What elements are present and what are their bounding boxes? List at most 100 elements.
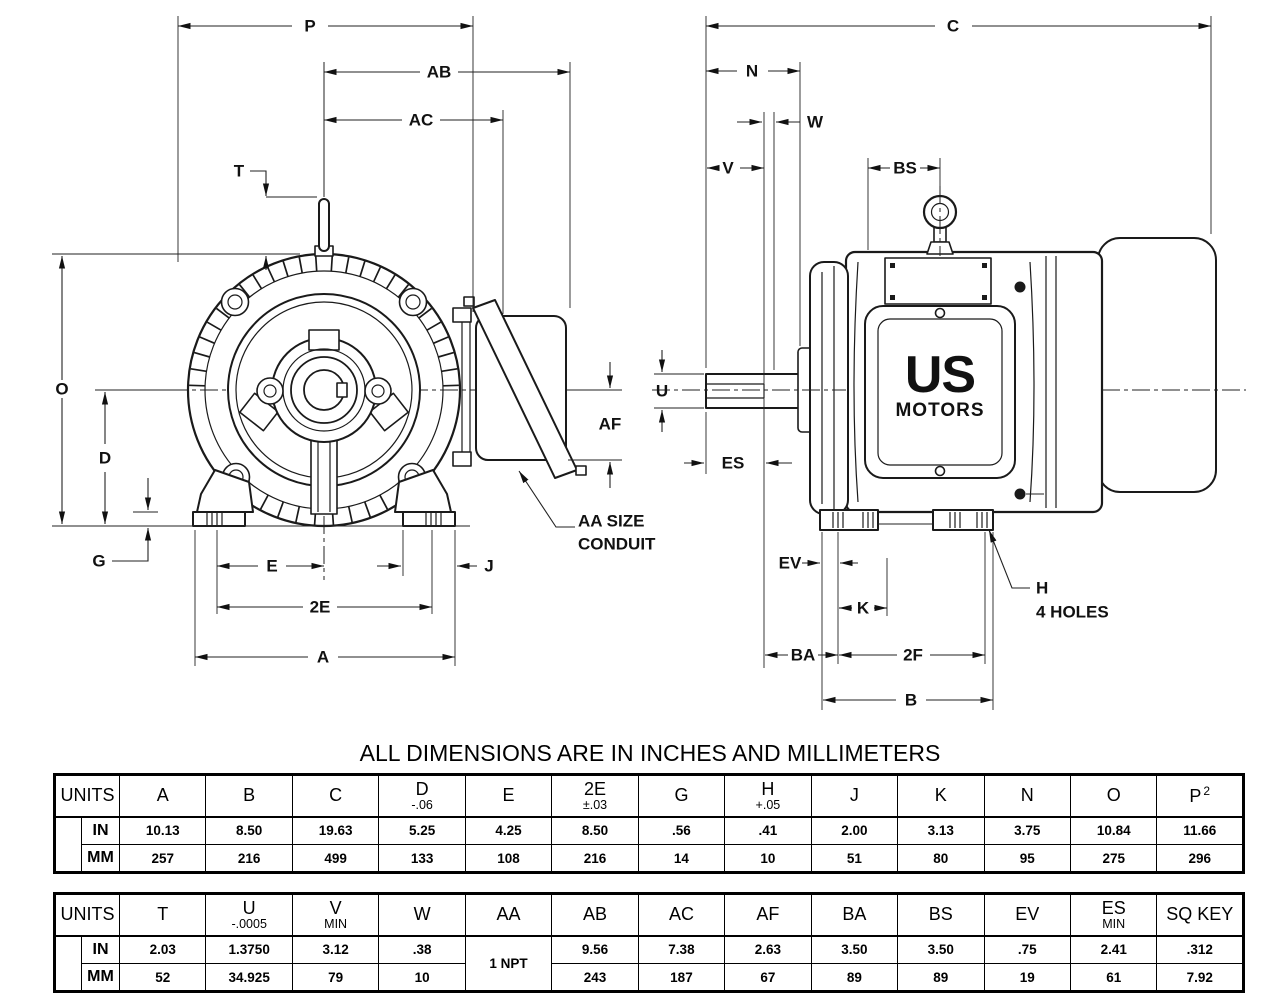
dim-label-ev: EV: [779, 554, 802, 573]
cell-d-in: 5.25: [378, 816, 466, 845]
cell-af-mm: 67: [724, 963, 812, 992]
dim-label-a: A: [317, 648, 329, 667]
cell-bs-mm: 89: [897, 963, 985, 992]
column-header-e: E: [464, 774, 553, 818]
cell-ab-mm: 243: [551, 963, 639, 992]
dim-label-v: V: [722, 159, 734, 178]
units-spacer: [54, 816, 82, 873]
column-header-j: J: [810, 774, 899, 818]
dim-label-bs: BS: [893, 159, 917, 178]
cell-w-in: .38: [378, 935, 466, 964]
front-drain-channel: [310, 439, 338, 515]
dim-label-w: W: [807, 113, 824, 132]
cell-aa-merged: 1 NPT: [464, 935, 553, 992]
column-header-aa: AA: [464, 893, 553, 937]
column-header-sq-key: SQ KEY: [1156, 893, 1244, 937]
dim-label-d: D: [99, 449, 111, 468]
cell-2e-mm: 216: [551, 844, 639, 873]
column-header-n: N: [983, 774, 1071, 818]
cell-es-mm: 61: [1069, 963, 1158, 992]
cell-g-in: .56: [637, 816, 726, 845]
cell-ev-in: .75: [983, 935, 1071, 964]
column-header-d: D-.06: [378, 774, 466, 818]
dimensions-note-title: ALL DIMENSIONS ARE IN INCHES AND MILLIME…: [359, 740, 941, 766]
cell-af-in: 2.63: [724, 935, 812, 964]
dim-label-j: J: [484, 557, 493, 576]
cell-ac-in: 7.38: [637, 935, 726, 964]
column-header-o: O: [1069, 774, 1158, 818]
motor-dimension-drawing: P AB AC T O D: [52, 16, 1246, 710]
front-foot-hole-hatch: [206, 513, 442, 525]
units-header: UNITS: [54, 774, 120, 818]
cell-o-mm: 275: [1069, 844, 1158, 873]
cell-c-in: 19.63: [291, 816, 380, 845]
dim-label-g: G: [92, 552, 105, 571]
front-dimensions: P AB AC T O D: [52, 16, 656, 667]
front-conduit-box: [452, 296, 587, 479]
logo-us: US: [905, 346, 975, 404]
cell-ev-mm: 19: [983, 963, 1071, 992]
dim-label-ba: BA: [791, 646, 816, 665]
cell-p-in: 11.66: [1156, 816, 1244, 845]
row-label-in: IN: [81, 935, 120, 964]
row-label-mm: MM: [81, 963, 120, 992]
bore-keyway: [336, 382, 348, 398]
cell-v-in: 3.12: [291, 935, 380, 964]
cell-t-mm: 52: [118, 963, 207, 992]
column-header-k: K: [897, 774, 985, 818]
dim-label-u: U: [656, 382, 668, 401]
side-end-bracket: [797, 261, 849, 515]
column-header-a: A: [118, 774, 207, 818]
column-header-ac: AC: [637, 893, 726, 937]
cell-u-in: 1.3750: [205, 935, 293, 964]
column-header-c: C: [291, 774, 380, 818]
dim-label-n: N: [746, 62, 758, 81]
cell-b-in: 8.50: [205, 816, 293, 845]
grease-fitting: [308, 329, 340, 351]
column-header-ab: AB: [551, 893, 639, 937]
cell-d-mm: 133: [378, 844, 466, 873]
column-header-2e: 2E±.03: [551, 774, 639, 818]
cell-t-in: 2.03: [118, 935, 207, 964]
side-foot-hole-hatch: [832, 512, 988, 528]
cell-e-in: 4.25: [464, 816, 553, 845]
conduit-note-line2: CONDUIT: [578, 535, 656, 554]
dim-label-c: C: [947, 17, 959, 36]
side-feet: [819, 509, 994, 531]
holes-note-line2: 4 HOLES: [1036, 603, 1109, 622]
dim-label-p: P: [304, 17, 315, 36]
column-header-af: AF: [724, 893, 812, 937]
cell-ba-in: 3.50: [810, 935, 899, 964]
cell-es-in: 2.41: [1069, 935, 1158, 964]
dim-label-ab: AB: [427, 63, 452, 82]
dim-label-t: T: [234, 162, 245, 181]
cell-h-in: .41: [724, 816, 812, 845]
cell-a-mm: 257: [118, 844, 207, 873]
dim-label-af: AF: [599, 415, 622, 434]
cell-v-mm: 79: [291, 963, 380, 992]
cell-ac-mm: 187: [637, 963, 726, 992]
cell-j-in: 2.00: [810, 816, 899, 845]
front-top-pin: [314, 198, 334, 257]
nameplate: US MOTORS: [864, 305, 1016, 479]
cell-ab-in: 9.56: [551, 935, 639, 964]
units-header: UNITS: [54, 893, 120, 937]
side-view: US MOTORS: [652, 186, 1246, 531]
cell-sq-key-mm: 7.92: [1156, 963, 1244, 992]
cell-b-mm: 216: [205, 844, 293, 873]
box-bolt-bottom: [1014, 488, 1026, 500]
column-header-u: U-.0005: [205, 893, 293, 937]
cell-c-mm: 499: [291, 844, 380, 873]
dim-label-2f: 2F: [903, 646, 923, 665]
dim-label-b: B: [905, 691, 917, 710]
cell-n-in: 3.75: [983, 816, 1071, 845]
cell-h-mm: 10: [724, 844, 812, 873]
dim-label-e: E: [266, 557, 277, 576]
row-label-in: IN: [81, 816, 120, 845]
dim-label-ac: AC: [409, 111, 434, 130]
